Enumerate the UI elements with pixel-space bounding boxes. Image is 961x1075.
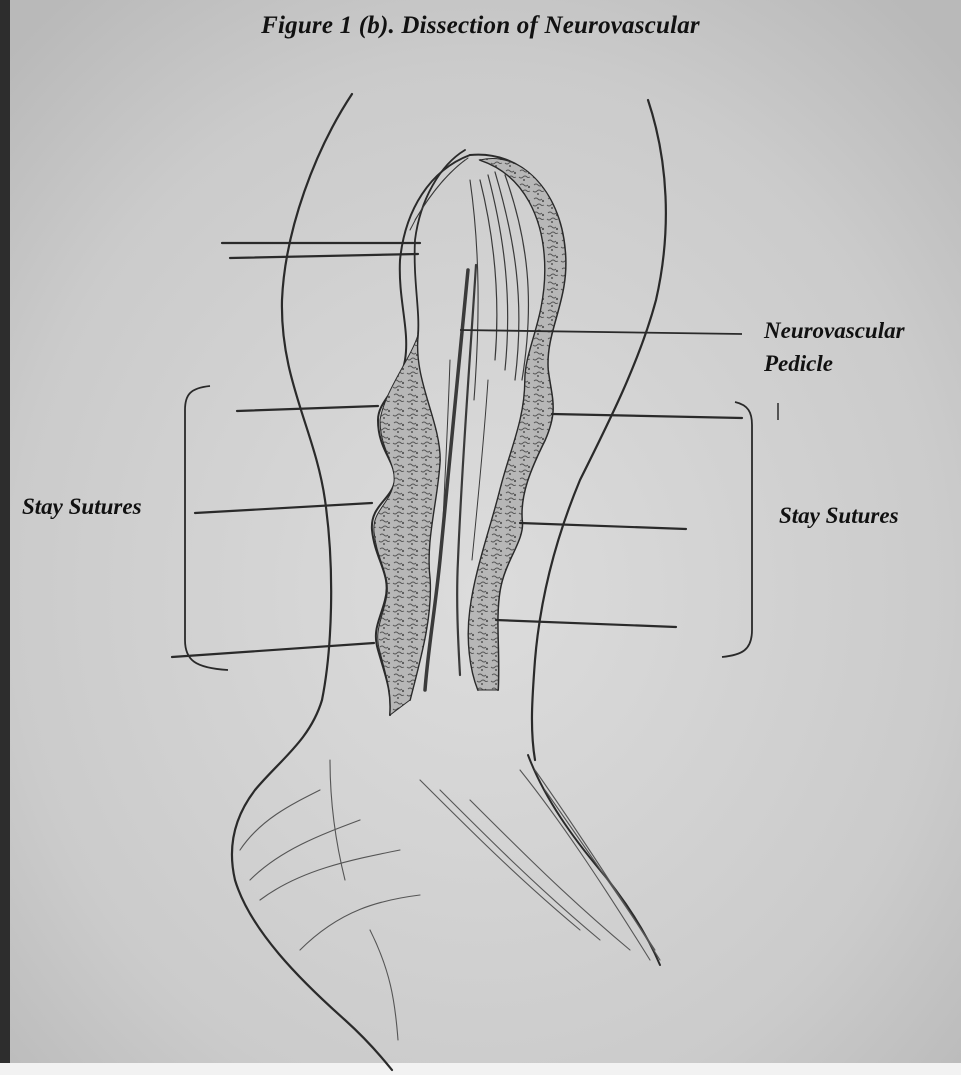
left-scan-edge <box>0 0 10 1075</box>
stay-sutures-right-label: Stay Sutures <box>779 503 899 529</box>
figure-title: Figure 1 (b). Dissection of Neurovascula… <box>0 12 961 40</box>
stay-sutures-left-label: Stay Sutures <box>22 494 142 520</box>
pedicle-label-line-2: Pedicle <box>764 347 905 380</box>
neurovascular-pedicle-label: Neurovascular Pedicle <box>764 314 905 380</box>
pedicle-label-line-1: Neurovascular <box>764 314 905 347</box>
bottom-scan-edge <box>0 1063 961 1075</box>
